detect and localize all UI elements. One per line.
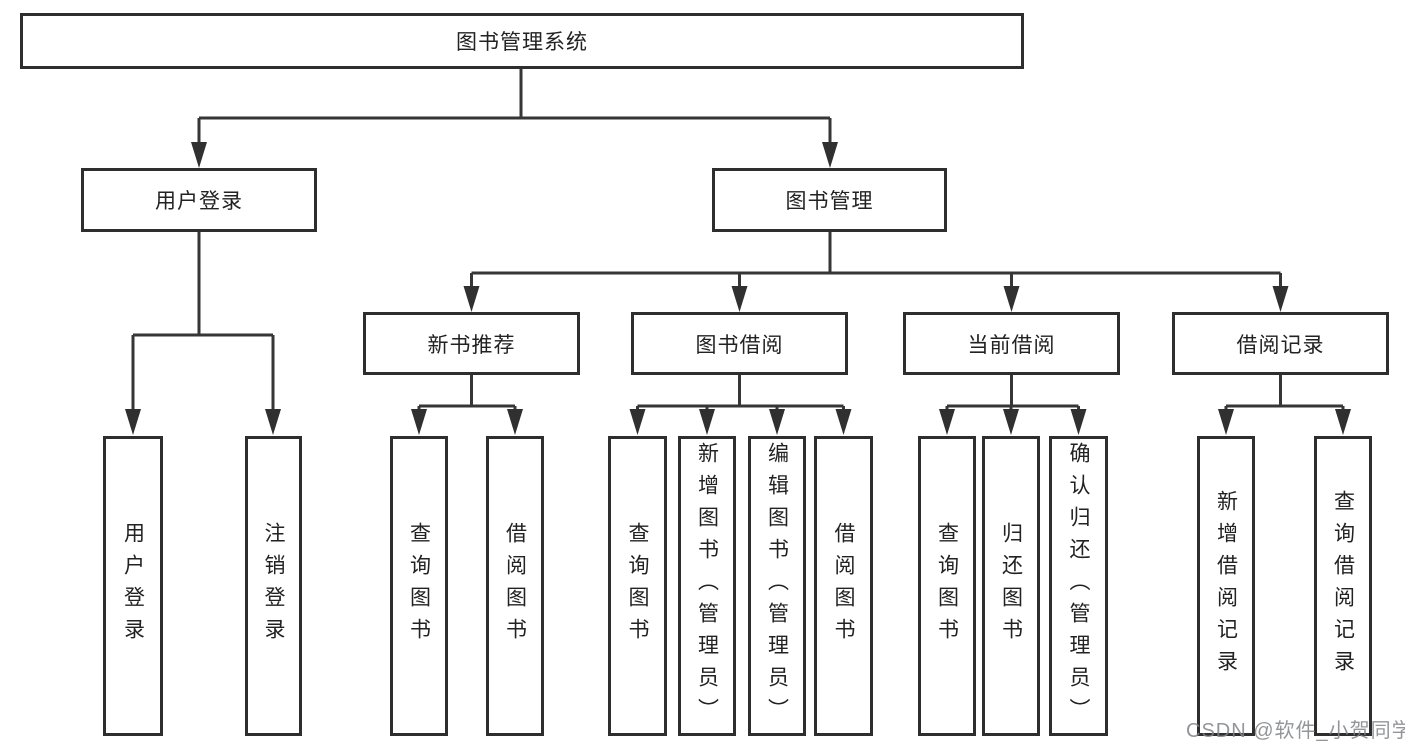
leaf-logout-label: 注销登录 [262, 522, 285, 650]
leaf-add-book-admin: 新增图书（管理员） [678, 436, 736, 736]
leaf-add-borrow-record-label: 新增借阅记录 [1214, 490, 1238, 682]
leaf-borrow-book-label: 借阅图书 [832, 522, 855, 650]
node-new-book-recommend-label: 新书推荐 [427, 333, 516, 357]
leaf-add-book-admin-label: 新增图书（管理员） [695, 442, 719, 730]
leaf-borrow-book-recommend-label: 借阅图书 [503, 522, 527, 650]
leaf-query-book-borrow-label: 查询图书 [626, 522, 649, 650]
node-current-borrow: 当前借阅 [903, 312, 1120, 375]
leaf-query-book-current: 查询图书 [918, 436, 976, 736]
node-borrow-record-label: 借阅记录 [1236, 333, 1325, 357]
node-book-management-label: 图书管理 [785, 190, 874, 213]
leaf-query-borrow-record-label: 查询借阅记录 [1331, 490, 1355, 682]
node-root: 图书管理系统 [20, 13, 1024, 69]
leaf-edit-book-admin-label: 编辑图书（管理员） [765, 442, 789, 730]
node-book-borrow-label: 图书借阅 [695, 333, 784, 357]
leaf-return-book-label: 归还图书 [999, 522, 1023, 650]
leaf-borrow-book: 借阅图书 [814, 436, 873, 736]
node-user-login-label: 用户登录 [155, 190, 243, 213]
leaf-query-borrow-record: 查询借阅记录 [1314, 436, 1372, 736]
leaf-confirm-return-admin-label: 确认归还（管理员） [1067, 442, 1090, 730]
leaf-return-book: 归还图书 [982, 436, 1040, 736]
leaf-edit-book-admin: 编辑图书（管理员） [748, 436, 806, 736]
leaf-query-book-recommend-label: 查询图书 [407, 522, 431, 650]
leaf-add-borrow-record: 新增借阅记录 [1197, 436, 1255, 736]
csdn-watermark: CSDN @软件_小贺同学 [1186, 720, 1405, 742]
leaf-query-book-borrow: 查询图书 [608, 436, 667, 736]
leaf-logout: 注销登录 [245, 436, 302, 736]
leaf-query-book-current-label: 查询图书 [935, 522, 959, 650]
node-user-login: 用户登录 [81, 168, 317, 232]
node-borrow-record: 借阅记录 [1172, 312, 1389, 375]
node-new-book-recommend: 新书推荐 [363, 312, 580, 375]
node-root-label: 图书管理系统 [456, 31, 588, 54]
leaf-user-login: 用户登录 [103, 436, 163, 736]
leaf-query-book-recommend: 查询图书 [390, 436, 448, 736]
leaf-confirm-return-admin: 确认归还（管理员） [1049, 436, 1108, 736]
node-current-borrow-label: 当前借阅 [967, 333, 1056, 357]
leaf-borrow-book-recommend: 借阅图书 [486, 436, 544, 736]
node-book-borrow: 图书借阅 [631, 312, 848, 375]
leaf-user-login-label: 用户登录 [121, 522, 145, 650]
node-book-management: 图书管理 [712, 168, 947, 232]
